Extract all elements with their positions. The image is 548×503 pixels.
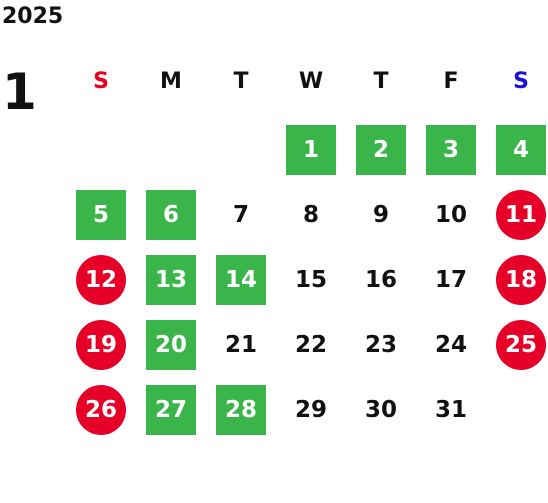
- day-cell-10[interactable]: 10: [434, 202, 467, 228]
- year-label: 2025: [2, 4, 64, 29]
- day-cell-24[interactable]: 24: [434, 332, 467, 358]
- day-cell-11[interactable]: 11: [496, 190, 546, 240]
- day-cell-21[interactable]: 21: [224, 332, 257, 358]
- day-cell-5[interactable]: 5: [76, 190, 126, 240]
- day-cell-6[interactable]: 6: [146, 190, 196, 240]
- day-cell-23[interactable]: 23: [364, 332, 397, 358]
- day-cell-2[interactable]: 2: [356, 125, 406, 175]
- month-number: 1: [2, 63, 37, 121]
- weekday-header-tue: T: [233, 68, 249, 94]
- day-cell-17[interactable]: 17: [434, 267, 467, 293]
- weekday-header-mon: M: [160, 68, 182, 94]
- day-cell-4[interactable]: 4: [496, 125, 546, 175]
- day-cell-19[interactable]: 19: [76, 320, 126, 370]
- day-cell-15[interactable]: 15: [294, 267, 327, 293]
- day-cell-12[interactable]: 12: [76, 255, 126, 305]
- day-cell-28[interactable]: 28: [216, 385, 266, 435]
- day-cell-16[interactable]: 16: [364, 267, 397, 293]
- day-cell-27[interactable]: 27: [146, 385, 196, 435]
- weekday-header-wed: W: [298, 68, 324, 94]
- day-cell-30[interactable]: 30: [364, 397, 397, 423]
- day-cell-13[interactable]: 13: [146, 255, 196, 305]
- day-cell-14[interactable]: 14: [216, 255, 266, 305]
- day-cell-3[interactable]: 3: [426, 125, 476, 175]
- day-cell-25[interactable]: 25: [496, 320, 546, 370]
- weekday-header-fri: F: [443, 68, 459, 94]
- weekday-header-thu: T: [373, 68, 389, 94]
- day-cell-9[interactable]: 9: [372, 202, 389, 228]
- day-cell-22[interactable]: 22: [294, 332, 327, 358]
- day-cell-18[interactable]: 18: [496, 255, 546, 305]
- weekday-header-sun: S: [93, 68, 109, 94]
- day-cell-29[interactable]: 29: [294, 397, 327, 423]
- day-cell-8[interactable]: 8: [302, 202, 319, 228]
- day-cell-20[interactable]: 20: [146, 320, 196, 370]
- day-cell-26[interactable]: 26: [76, 385, 126, 435]
- day-cell-7[interactable]: 7: [232, 202, 249, 228]
- day-cell-31[interactable]: 31: [434, 397, 467, 423]
- weekday-header-sat: S: [513, 68, 529, 94]
- day-cell-1[interactable]: 1: [286, 125, 336, 175]
